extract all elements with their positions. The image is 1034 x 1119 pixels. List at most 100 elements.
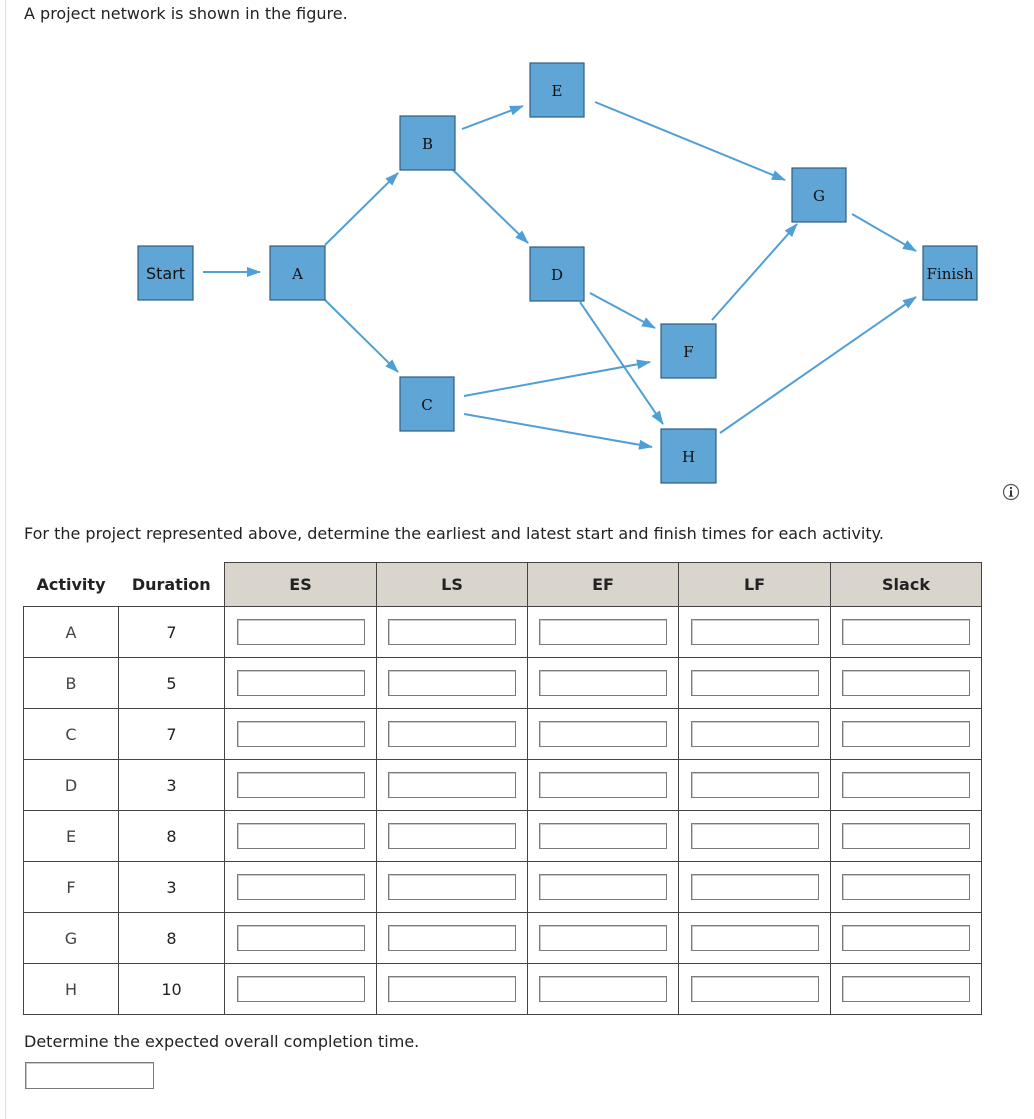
ls-cell bbox=[376, 963, 528, 1015]
slack-input[interactable] bbox=[842, 670, 970, 696]
activity-cell: A bbox=[23, 606, 119, 658]
es-input[interactable] bbox=[236, 925, 365, 951]
lf-cell bbox=[678, 657, 831, 709]
question-text: For the project represented above, deter… bbox=[24, 524, 884, 543]
ls-cell bbox=[376, 759, 528, 811]
lf-input[interactable] bbox=[690, 670, 819, 696]
es-input[interactable] bbox=[236, 823, 365, 849]
ls-cell bbox=[376, 606, 528, 658]
slack-input[interactable] bbox=[842, 772, 970, 798]
node-c-label: C bbox=[421, 396, 432, 414]
lf-cell bbox=[678, 912, 831, 964]
ef-cell bbox=[527, 810, 679, 862]
activity-cell: G bbox=[23, 912, 119, 964]
es-input[interactable] bbox=[236, 772, 365, 798]
header-ls: LS bbox=[376, 562, 528, 607]
lf-input[interactable] bbox=[690, 721, 819, 747]
node-e: E bbox=[529, 62, 585, 118]
node-start-label: Start bbox=[146, 264, 185, 283]
header-lf: LF bbox=[678, 562, 831, 607]
lf-input[interactable] bbox=[690, 925, 819, 951]
slack-cell bbox=[830, 963, 982, 1015]
node-g: G bbox=[791, 167, 847, 223]
edge-d-f bbox=[589, 292, 656, 329]
edges bbox=[203, 101, 917, 450]
node-d: D bbox=[529, 246, 585, 302]
header-slack: Slack bbox=[830, 562, 982, 607]
edge-c-h bbox=[463, 413, 653, 450]
ls-input[interactable] bbox=[388, 721, 516, 747]
ls-input[interactable] bbox=[388, 772, 516, 798]
es-input[interactable] bbox=[236, 874, 365, 900]
ls-cell bbox=[376, 708, 528, 760]
ef-input[interactable] bbox=[539, 823, 667, 849]
ef-cell bbox=[527, 861, 679, 913]
duration-cell: 7 bbox=[118, 606, 225, 658]
ef-cell bbox=[527, 912, 679, 964]
es-input[interactable] bbox=[236, 976, 365, 1002]
slack-input[interactable] bbox=[842, 721, 970, 747]
lf-input[interactable] bbox=[690, 772, 819, 798]
duration-cell: 10 bbox=[118, 963, 225, 1015]
ef-cell bbox=[527, 606, 679, 658]
ef-cell bbox=[527, 708, 679, 760]
ef-input[interactable] bbox=[539, 619, 667, 645]
info-icon[interactable] bbox=[1002, 483, 1020, 501]
lf-input[interactable] bbox=[690, 619, 819, 645]
header-activity: Activity bbox=[23, 562, 119, 607]
lf-input[interactable] bbox=[690, 874, 819, 900]
node-a-label: A bbox=[291, 265, 303, 283]
edge-a-b bbox=[324, 172, 399, 246]
project-network-diagram: Start A B C D E F G bbox=[137, 62, 978, 484]
ef-input[interactable] bbox=[539, 874, 667, 900]
lf-cell bbox=[678, 963, 831, 1015]
activity-cell: B bbox=[23, 657, 119, 709]
es-input[interactable] bbox=[236, 670, 365, 696]
es-cell bbox=[224, 912, 377, 964]
slack-input[interactable] bbox=[842, 619, 970, 645]
slack-input[interactable] bbox=[842, 925, 970, 951]
node-h-label: H bbox=[682, 448, 695, 466]
node-a: A bbox=[269, 245, 326, 301]
node-f-label: F bbox=[683, 343, 693, 361]
ls-cell bbox=[376, 912, 528, 964]
node-finish: Finish bbox=[922, 245, 978, 301]
duration-cell: 7 bbox=[118, 708, 225, 760]
node-b-label: B bbox=[422, 135, 433, 153]
ef-input[interactable] bbox=[539, 721, 667, 747]
ls-input[interactable] bbox=[388, 619, 516, 645]
edge-h-finish bbox=[719, 296, 917, 434]
ef-input[interactable] bbox=[539, 925, 667, 951]
lf-input[interactable] bbox=[690, 823, 819, 849]
slack-input[interactable] bbox=[842, 976, 970, 1002]
ls-input[interactable] bbox=[388, 823, 516, 849]
slack-cell bbox=[830, 861, 982, 913]
ls-input[interactable] bbox=[388, 874, 516, 900]
lf-input[interactable] bbox=[690, 976, 819, 1002]
intro-text: A project network is shown in the figure… bbox=[24, 4, 348, 23]
ls-input[interactable] bbox=[388, 925, 516, 951]
edge-f-g bbox=[711, 223, 798, 321]
es-cell bbox=[224, 657, 377, 709]
completion-time-input[interactable] bbox=[25, 1062, 154, 1089]
edge-d-h bbox=[579, 301, 664, 425]
ef-input[interactable] bbox=[539, 772, 667, 798]
slack-input[interactable] bbox=[842, 874, 970, 900]
ls-input[interactable] bbox=[388, 670, 516, 696]
node-d-label: D bbox=[551, 266, 563, 284]
lf-cell bbox=[678, 810, 831, 862]
ef-input[interactable] bbox=[539, 670, 667, 696]
node-f: F bbox=[660, 323, 717, 379]
es-input[interactable] bbox=[236, 619, 365, 645]
ef-input[interactable] bbox=[539, 976, 667, 1002]
ls-input[interactable] bbox=[388, 976, 516, 1002]
es-input[interactable] bbox=[236, 721, 365, 747]
ls-cell bbox=[376, 810, 528, 862]
duration-cell: 3 bbox=[118, 759, 225, 811]
slack-input[interactable] bbox=[842, 823, 970, 849]
